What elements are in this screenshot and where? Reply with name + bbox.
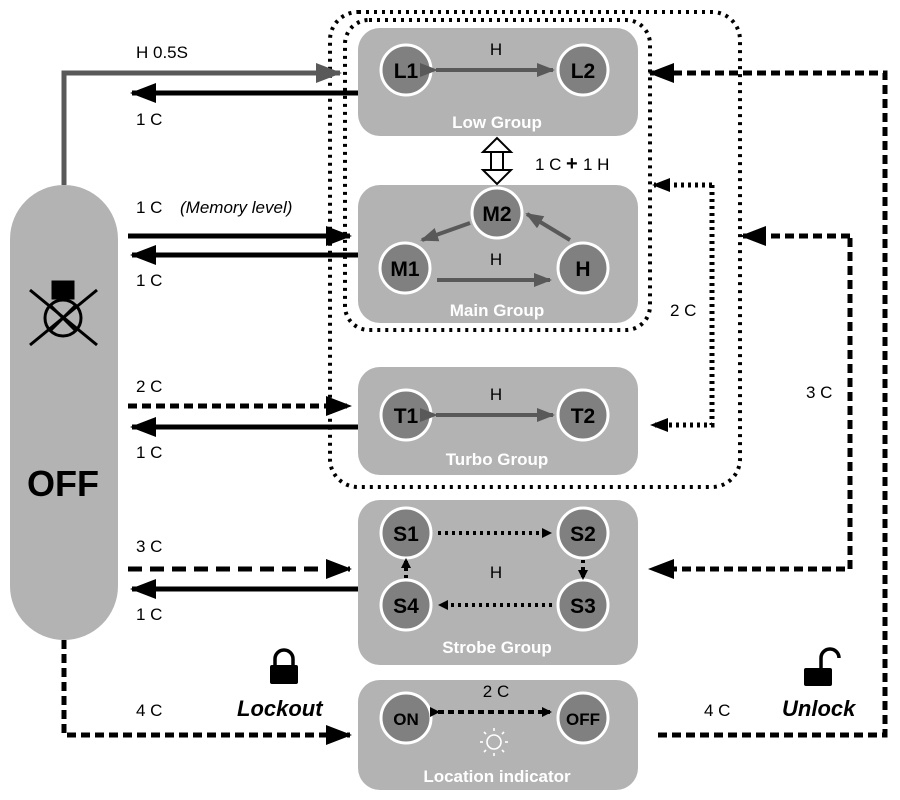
main-group-edge-label: H bbox=[490, 250, 502, 269]
strobe-group-edge-label: H bbox=[490, 563, 502, 582]
lock-open-icon bbox=[804, 647, 841, 686]
arrow-m2-m1 bbox=[420, 221, 471, 242]
main-group-label: Main Group bbox=[450, 301, 544, 320]
strobe-off-edge-label: 1 C bbox=[136, 605, 162, 624]
unlock-label: Unlock bbox=[782, 696, 857, 721]
node-h bbox=[556, 241, 610, 295]
node-location-off-label: OFF bbox=[566, 710, 600, 729]
turbo-group-edge-label: H bbox=[490, 385, 502, 404]
node-h-label: H bbox=[575, 258, 590, 281]
arrow-strobe-main bbox=[648, 238, 853, 579]
node-s3-label: S3 bbox=[570, 595, 596, 618]
light-icon bbox=[480, 728, 508, 756]
low-group-edge-label: H bbox=[490, 40, 502, 59]
off-strobe-edge-label: 3 C bbox=[136, 537, 162, 556]
main-turbo-edge-label: 2 C bbox=[670, 301, 696, 320]
off-main-edge-label: 1 C bbox=[136, 198, 162, 217]
bulb-crossed-icon bbox=[29, 280, 98, 347]
low-main-edge-1h: 1 H bbox=[583, 155, 609, 174]
location-indicator-label: Location indicator bbox=[423, 767, 571, 786]
node-m1 bbox=[378, 241, 432, 295]
node-s1-label: S1 bbox=[393, 523, 419, 546]
node-l2-label: L2 bbox=[571, 60, 596, 83]
low-main-edge-plus: + bbox=[566, 153, 578, 175]
node-on-label: ON bbox=[393, 710, 419, 729]
arrow-low-main bbox=[480, 136, 514, 186]
arrow-main-turbo bbox=[650, 185, 715, 432]
memory-level-label: (Memory level) bbox=[180, 198, 292, 217]
low-main-edge-1c: 1 C bbox=[535, 155, 561, 174]
node-on bbox=[379, 691, 433, 745]
node-location-off bbox=[556, 691, 610, 745]
location-edge-label: 2 C bbox=[483, 682, 509, 701]
node-s4-label: S4 bbox=[393, 595, 419, 618]
node-s2 bbox=[556, 506, 610, 560]
off-location-edge-label: 4 C bbox=[136, 701, 162, 720]
node-t2-label: T2 bbox=[571, 405, 596, 428]
node-t1-label: T1 bbox=[394, 405, 419, 428]
node-m2 bbox=[470, 186, 524, 240]
arrow-off-low bbox=[61, 63, 342, 185]
outer-dotted-frame bbox=[328, 10, 742, 489]
node-t2 bbox=[556, 388, 610, 442]
turbo-group-label: Turbo Group bbox=[446, 450, 549, 469]
node-s4 bbox=[379, 578, 433, 632]
main-turbo-label-bg bbox=[668, 298, 708, 320]
off-state-panel bbox=[10, 185, 118, 640]
node-s3 bbox=[556, 578, 610, 632]
off-turbo-edge-label: 2 C bbox=[136, 377, 162, 396]
strobe-main-label-bg bbox=[803, 380, 843, 404]
arrow-off-location bbox=[61, 640, 352, 745]
node-m2-label: M2 bbox=[482, 203, 511, 226]
node-l1-label: L1 bbox=[394, 60, 419, 83]
inner-dotted-frame bbox=[343, 18, 652, 332]
arrow-location-low bbox=[648, 63, 888, 738]
low-group-label: Low Group bbox=[452, 113, 542, 132]
node-l2 bbox=[556, 43, 610, 97]
arrow-h-m2 bbox=[525, 212, 572, 242]
lock-closed-icon bbox=[270, 648, 298, 684]
lockout-label: Lockout bbox=[237, 696, 324, 721]
main-off-edge-label: 1 C bbox=[136, 271, 162, 290]
location-low-edge-label: 4 C bbox=[704, 701, 730, 720]
off-label: OFF bbox=[27, 463, 99, 504]
turbo-off-edge-label: 1 C bbox=[136, 443, 162, 462]
low-off-edge-label: 1 C bbox=[136, 110, 162, 129]
node-s2-label: S2 bbox=[570, 523, 596, 546]
strobe-group-label: Strobe Group bbox=[442, 638, 552, 657]
off-low-edge-label: H 0.5S bbox=[136, 43, 188, 62]
strobe-main-edge-label: 3 C bbox=[806, 383, 832, 402]
node-m1-label: M1 bbox=[390, 258, 419, 281]
